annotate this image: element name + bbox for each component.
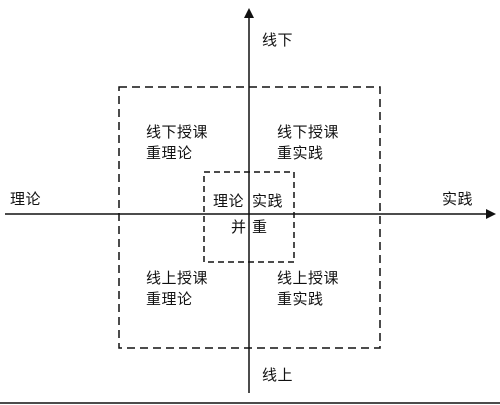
axis-label-top: 线下 bbox=[262, 31, 294, 49]
quadrant-top-left: 线下授课 重理论 bbox=[146, 122, 236, 164]
outer-dashed-box bbox=[118, 86, 381, 349]
quadrant-top-right: 线下授课 重实践 bbox=[277, 122, 367, 164]
inner-dashed-box bbox=[203, 171, 295, 263]
center-label-bottom-left: 并 bbox=[231, 218, 247, 236]
quadrant-top-right-line2: 重实践 bbox=[277, 144, 324, 162]
quadrant-bottom-left-line2: 重理论 bbox=[146, 290, 193, 308]
quadrant-top-left-line2: 重理论 bbox=[146, 144, 193, 162]
center-label-right: 实践 bbox=[252, 192, 284, 210]
quadrant-top-left-line1: 线下授课 bbox=[146, 123, 209, 141]
quadrant-bottom-right-line1: 线上授课 bbox=[277, 269, 340, 287]
center-label-left: 理论 bbox=[213, 192, 245, 210]
quadrant-bottom-right-line2: 重实践 bbox=[277, 290, 324, 308]
quadrant-top-right-line1: 线下授课 bbox=[277, 123, 340, 141]
quadrant-bottom-left: 线上授课 重理论 bbox=[146, 268, 236, 310]
axis-label-bottom: 线上 bbox=[262, 366, 294, 384]
axis-label-left: 理论 bbox=[10, 190, 42, 208]
quadrant-bottom-left-line1: 线上授课 bbox=[146, 269, 209, 287]
center-label-bottom-right: 重 bbox=[252, 218, 268, 236]
axis-label-right: 实践 bbox=[442, 190, 474, 208]
quadrant-bottom-right: 线上授课 重实践 bbox=[277, 268, 367, 310]
